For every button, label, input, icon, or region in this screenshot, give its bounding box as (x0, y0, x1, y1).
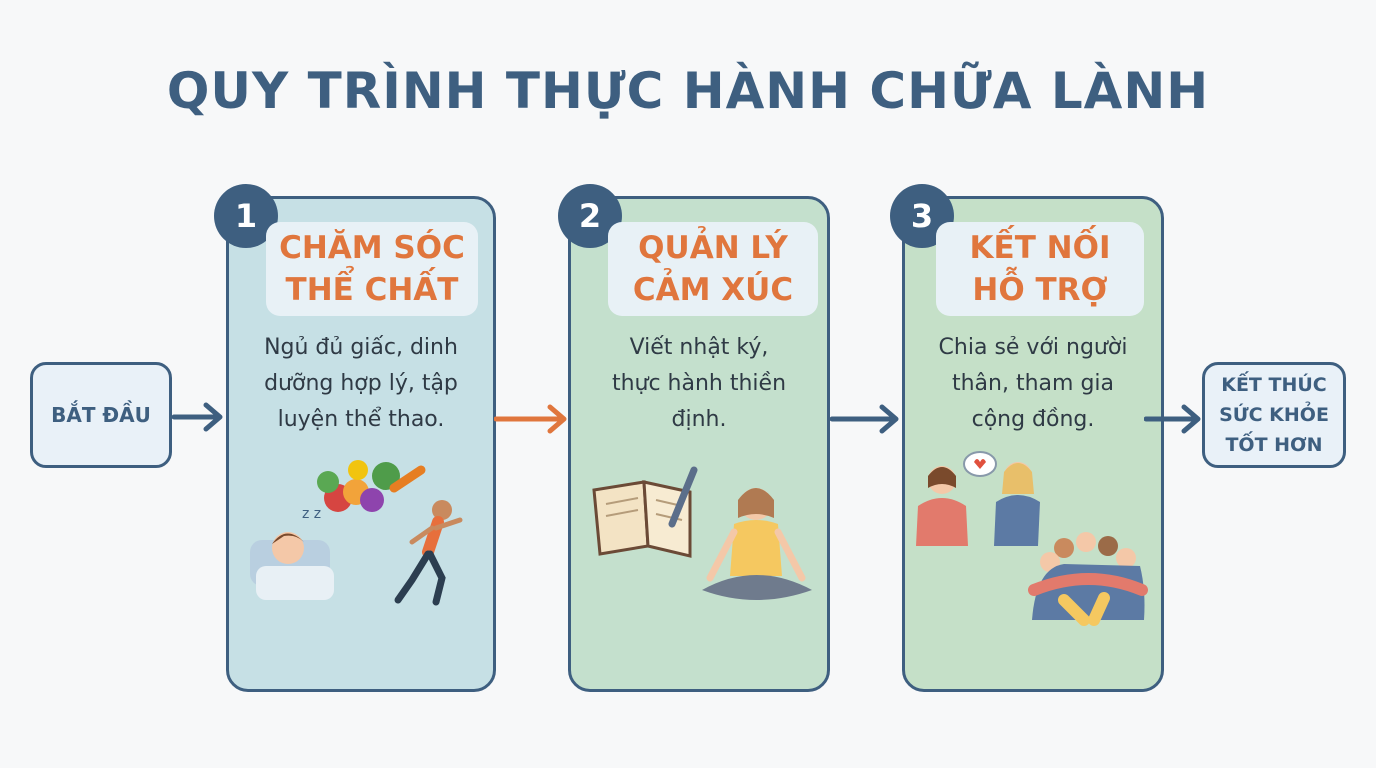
step-description-line: thân, tham gia (951, 371, 1114, 396)
step-title-line: KẾT NỐI (969, 230, 1111, 266)
step-description-line: định. (671, 407, 727, 432)
start-node: BẮT ĐẦU (30, 362, 172, 468)
journal-icon (592, 480, 692, 558)
step-description-line: luyện thể thao. (277, 407, 445, 432)
arrow-start-to-step1 (172, 402, 223, 432)
sleep-food-running-illustration: z z (250, 460, 463, 606)
end-node-line: TỐT HƠN (1225, 434, 1323, 456)
step-title-line: HỖ TRỢ (972, 272, 1108, 308)
sleeping-person-icon: z z (250, 506, 334, 600)
step-description-line: Ngủ đủ giấc, dinh (264, 335, 458, 360)
step-description: Ngủ đủ giấc, dinh dưỡng hợp lý, tập luyệ… (236, 330, 486, 438)
step-description: Viết nhật ký, thực hành thiền định. (578, 330, 820, 438)
arrow-step1-to-step2 (494, 404, 567, 434)
step-title-line: CHĂM SÓC (279, 230, 465, 266)
step-title-line: CẢM XÚC (632, 272, 794, 308)
step-description-line: cộng đồng. (971, 407, 1095, 432)
step-description-line: Chia sẻ với người (938, 335, 1128, 360)
journal-meditation-illustration (592, 466, 812, 600)
step-description-line: dưỡng hợp lý, tập (264, 371, 458, 396)
step-title: CHĂM SÓC THỂ CHẤT (266, 222, 478, 316)
heart-speech-bubble-icon (963, 451, 997, 477)
step-description-line: Viết nhật ký, (629, 335, 769, 360)
step-title-line: QUẢN LÝ (638, 230, 788, 266)
svg-text:z z: z z (302, 506, 321, 522)
step-title: KẾT NỐI HỖ TRỢ (936, 222, 1144, 316)
step-number-badge: 1 (214, 184, 278, 248)
step-description: Chia sẻ với người thân, tham gia cộng đồ… (912, 330, 1154, 438)
end-node-line: SỨC KHỎE (1219, 404, 1329, 426)
group-hug-icon (1028, 532, 1148, 626)
talking-people-icon (916, 462, 1040, 546)
end-node: KẾT THÚC SỨC KHỎE TỐT HƠN (1202, 362, 1346, 468)
page-title: QUY TRÌNH THỰC HÀNH CHỮA LÀNH (166, 62, 1210, 120)
step-description-line: thực hành thiền (611, 371, 787, 396)
vegetables-icon (317, 460, 426, 512)
runner-icon (394, 500, 463, 606)
meditating-person-icon (702, 488, 812, 600)
pen-icon (668, 466, 698, 528)
step-title: QUẢN LÝ CẢM XÚC (608, 222, 818, 316)
step-title-line: THỂ CHẤT (285, 272, 459, 308)
arrow-step3-to-end (1144, 404, 1201, 434)
talking-community-illustration (916, 451, 1148, 626)
arrow-step2-to-step3 (830, 404, 899, 434)
end-node-line: KẾT THÚC (1221, 374, 1327, 396)
